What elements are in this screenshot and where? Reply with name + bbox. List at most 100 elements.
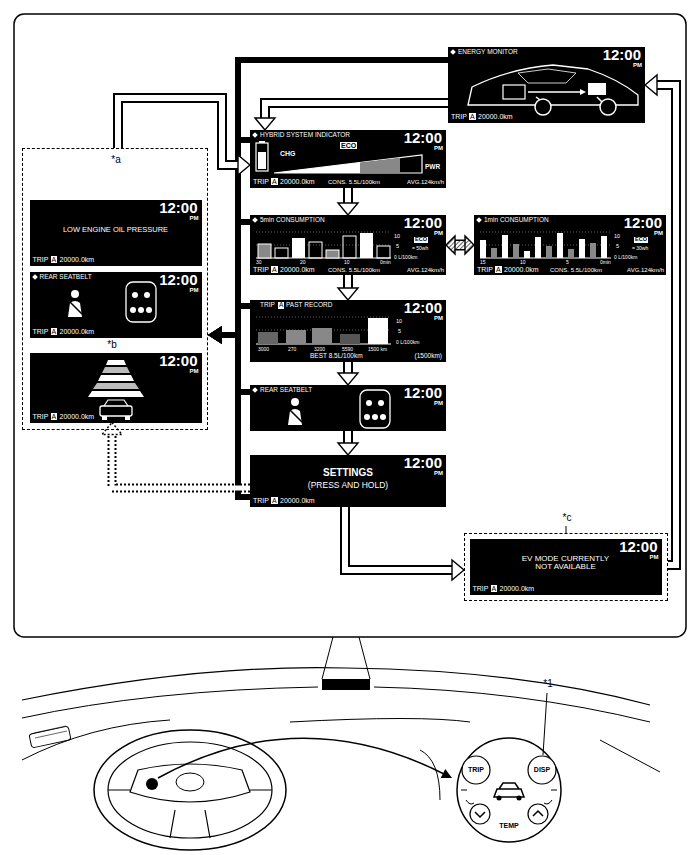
arrow-shaft	[221, 306, 250, 335]
screen-text: SETTINGS	[323, 468, 373, 478]
callout-letter: *c	[563, 513, 572, 523]
illustration-part	[502, 235, 508, 258]
arrow-shaft	[343, 188, 353, 204]
illustration-part	[252, 217, 258, 223]
illustration-part	[309, 242, 322, 258]
callout-letter: *a	[111, 155, 120, 165]
illustration-part	[579, 239, 585, 258]
screen-text: 3000	[258, 347, 269, 352]
illustration-part	[557, 233, 563, 258]
illustration-part	[590, 243, 596, 258]
button-label: DISP	[534, 766, 550, 773]
arrow-head	[238, 155, 250, 175]
illustration-part	[71, 290, 79, 298]
screen-text: 10	[394, 234, 400, 240]
transition-arrow	[645, 75, 676, 565]
illustration-part	[256, 143, 268, 171]
screen-text: 20000.0km	[280, 266, 315, 273]
arrow-shaft	[454, 240, 466, 251]
arrow-head	[338, 373, 358, 385]
screen-text: TRIP	[253, 497, 269, 504]
screen-text: 5	[616, 244, 619, 250]
screen-text: REAR SEATBELT	[260, 387, 312, 394]
arrow-head	[338, 203, 358, 215]
display-screen: HYBRID SYSTEM INDICATOR12:00PMCHGECOPWRT…	[250, 130, 446, 188]
screen-text: PM	[434, 315, 443, 321]
screen-text: 20	[300, 260, 306, 265]
screen-text: 0min	[600, 260, 611, 265]
illustration-part	[340, 334, 360, 344]
arrow-shaft	[656, 85, 676, 565]
screen-text: 0min	[380, 260, 391, 265]
screen-text: PM	[434, 400, 443, 406]
screen-text: A	[51, 328, 58, 335]
screen-text: 1min CONSUMPTION	[484, 217, 549, 224]
screen-text: TRIP	[33, 413, 49, 420]
screen-text: 10	[614, 234, 620, 240]
arrow-shaft	[265, 103, 448, 119]
illustration-part	[104, 400, 128, 406]
display-screen: 1min CONSUMPTION12:00PM105ECO= 30wh0 L/1…	[474, 215, 666, 275]
arrow-shaft	[345, 507, 453, 570]
screen-text: 5	[566, 260, 569, 265]
arrow-shaft	[221, 222, 250, 335]
illustration-part	[366, 400, 372, 406]
screen-text: 5	[398, 329, 401, 335]
arrow-shaft	[343, 362, 353, 374]
screen-text: 5	[396, 244, 399, 250]
screen-text: CONS. 5.5L/100km	[328, 267, 380, 273]
screen-text: 12:00	[619, 539, 657, 554]
illustration-part	[312, 328, 332, 344]
arrow-shaft	[345, 275, 351, 289]
illustration-part	[475, 811, 543, 817]
display-screen: ENERGY MONITOR12:00PMTRIPA20000.0km	[448, 47, 645, 123]
illustration-part	[457, 738, 561, 842]
transition-arrow	[446, 236, 474, 254]
illustration-part	[258, 152, 266, 169]
screen-text: TRIP	[253, 178, 269, 185]
screen-text: 12:00	[603, 47, 641, 62]
screen-text: 1500 km	[368, 347, 387, 352]
screen-text: 3200	[314, 347, 325, 352]
illustration-part	[364, 414, 370, 420]
screen-text: ECO	[634, 237, 648, 243]
arrow-head	[208, 326, 222, 344]
screen-text: 12:00	[159, 353, 197, 368]
screen-text: PWR	[425, 164, 440, 171]
screen-text: 30	[256, 260, 262, 265]
illustration-part	[326, 250, 339, 258]
dashed-group: *cEV MODE CURRENTLY NOT AVAILABLE12:00PM…	[464, 533, 668, 601]
illustration-part	[158, 738, 446, 778]
illustration-part	[108, 742, 272, 838]
illustration-part	[360, 390, 390, 428]
illustration-part	[70, 302, 82, 314]
display-screen: TRIPAPAST RECORD12:00PM1050 L/100km30002…	[250, 300, 446, 362]
illustration-part	[600, 99, 616, 115]
arrow-shaft	[345, 431, 351, 444]
screen-text: 20000.0km	[478, 113, 513, 120]
screen-text: TRIP	[451, 113, 467, 120]
illustration-part	[34, 726, 67, 738]
display-bus-arrow	[208, 222, 250, 344]
illustration-part	[476, 217, 482, 223]
screen-text: 12:00	[159, 200, 197, 215]
illustration-part	[258, 332, 278, 344]
arrow-shaft	[343, 431, 353, 444]
arrow-head	[208, 326, 222, 344]
display-bus-arrow	[208, 140, 250, 344]
screen-text: 12:00	[404, 215, 442, 230]
screen-text: 20000.0km	[500, 585, 535, 592]
screen-text: ECO	[340, 142, 357, 149]
screen-text: PAST RECORD	[286, 302, 332, 309]
screen-text: A	[271, 178, 278, 185]
illustration-part	[29, 726, 71, 748]
screen-text: CONS. 5.5L/100km	[328, 179, 380, 185]
screen-text: BEST 8.5L/100km	[310, 353, 363, 360]
illustration-part	[360, 158, 400, 173]
illustration-part	[274, 163, 360, 174]
illustration-part	[94, 730, 286, 850]
illustration-part	[380, 414, 386, 420]
screen-text: A	[469, 113, 476, 120]
screen-text: PM	[190, 368, 199, 374]
illustration-part	[130, 764, 250, 802]
